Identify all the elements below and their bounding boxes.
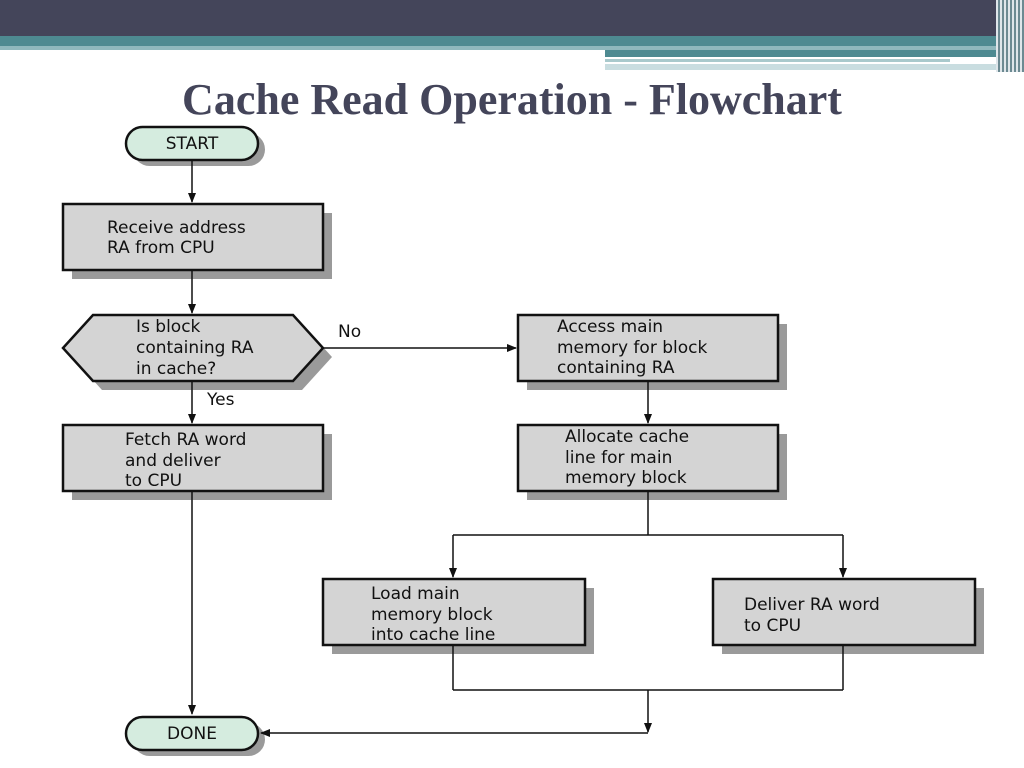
- done-label: DONE: [167, 724, 217, 744]
- banner-stripe: [0, 46, 1024, 50]
- node-line: into cache line: [371, 625, 495, 645]
- edge-label-yes: Yes: [206, 390, 235, 410]
- slide-title: Cache Read Operation - Flowchart: [182, 75, 842, 124]
- banner-stripe: [605, 50, 1024, 57]
- deliver-ra-box: Deliver RA word to CPU: [711, 577, 977, 647]
- node-line: Is block: [136, 317, 201, 337]
- done-terminal: DONE: [124, 715, 260, 752]
- node-line: line for main: [565, 448, 672, 468]
- start-terminal: START: [124, 125, 260, 162]
- node-line: Load main: [371, 584, 460, 604]
- allocate-cache-line-box: Allocate cache line for main memory bloc…: [516, 423, 780, 493]
- top-banner: [0, 0, 1024, 36]
- node-line: memory block: [371, 605, 493, 625]
- node-line: containing RA: [557, 358, 675, 378]
- banner-stripe: [605, 59, 950, 62]
- receive-address-box: Receive address RA from CPU: [61, 202, 325, 272]
- node-line: memory block: [565, 468, 687, 488]
- node-line: RA from CPU: [107, 238, 215, 258]
- node-line: Access main: [557, 317, 663, 337]
- banner-stripe: [0, 36, 1024, 46]
- node-line: Allocate cache: [565, 427, 689, 447]
- load-main-memory-box: Load main memory block into cache line: [321, 577, 587, 647]
- edge-label-no: No: [338, 322, 361, 342]
- access-main-memory-box: Access main memory for block containing …: [516, 313, 780, 383]
- node-line: Receive address: [107, 218, 246, 238]
- node-line: containing RA: [136, 338, 254, 358]
- in-cache-decision: Is block containing RA in cache?: [61, 313, 325, 383]
- fetch-ra-box: Fetch RA word and deliver to CPU: [61, 423, 325, 493]
- start-label: START: [166, 134, 219, 154]
- node-line: memory for block: [557, 338, 707, 358]
- node-line: to CPU: [125, 471, 182, 491]
- node-line: Deliver RA word: [744, 595, 880, 615]
- node-line: Fetch RA word: [125, 430, 246, 450]
- node-line: and deliver: [125, 451, 221, 471]
- node-line: to CPU: [744, 616, 801, 636]
- banner-edge-decoration: [996, 0, 1024, 72]
- node-line: in cache?: [136, 359, 216, 379]
- banner-stripe: [605, 64, 1024, 70]
